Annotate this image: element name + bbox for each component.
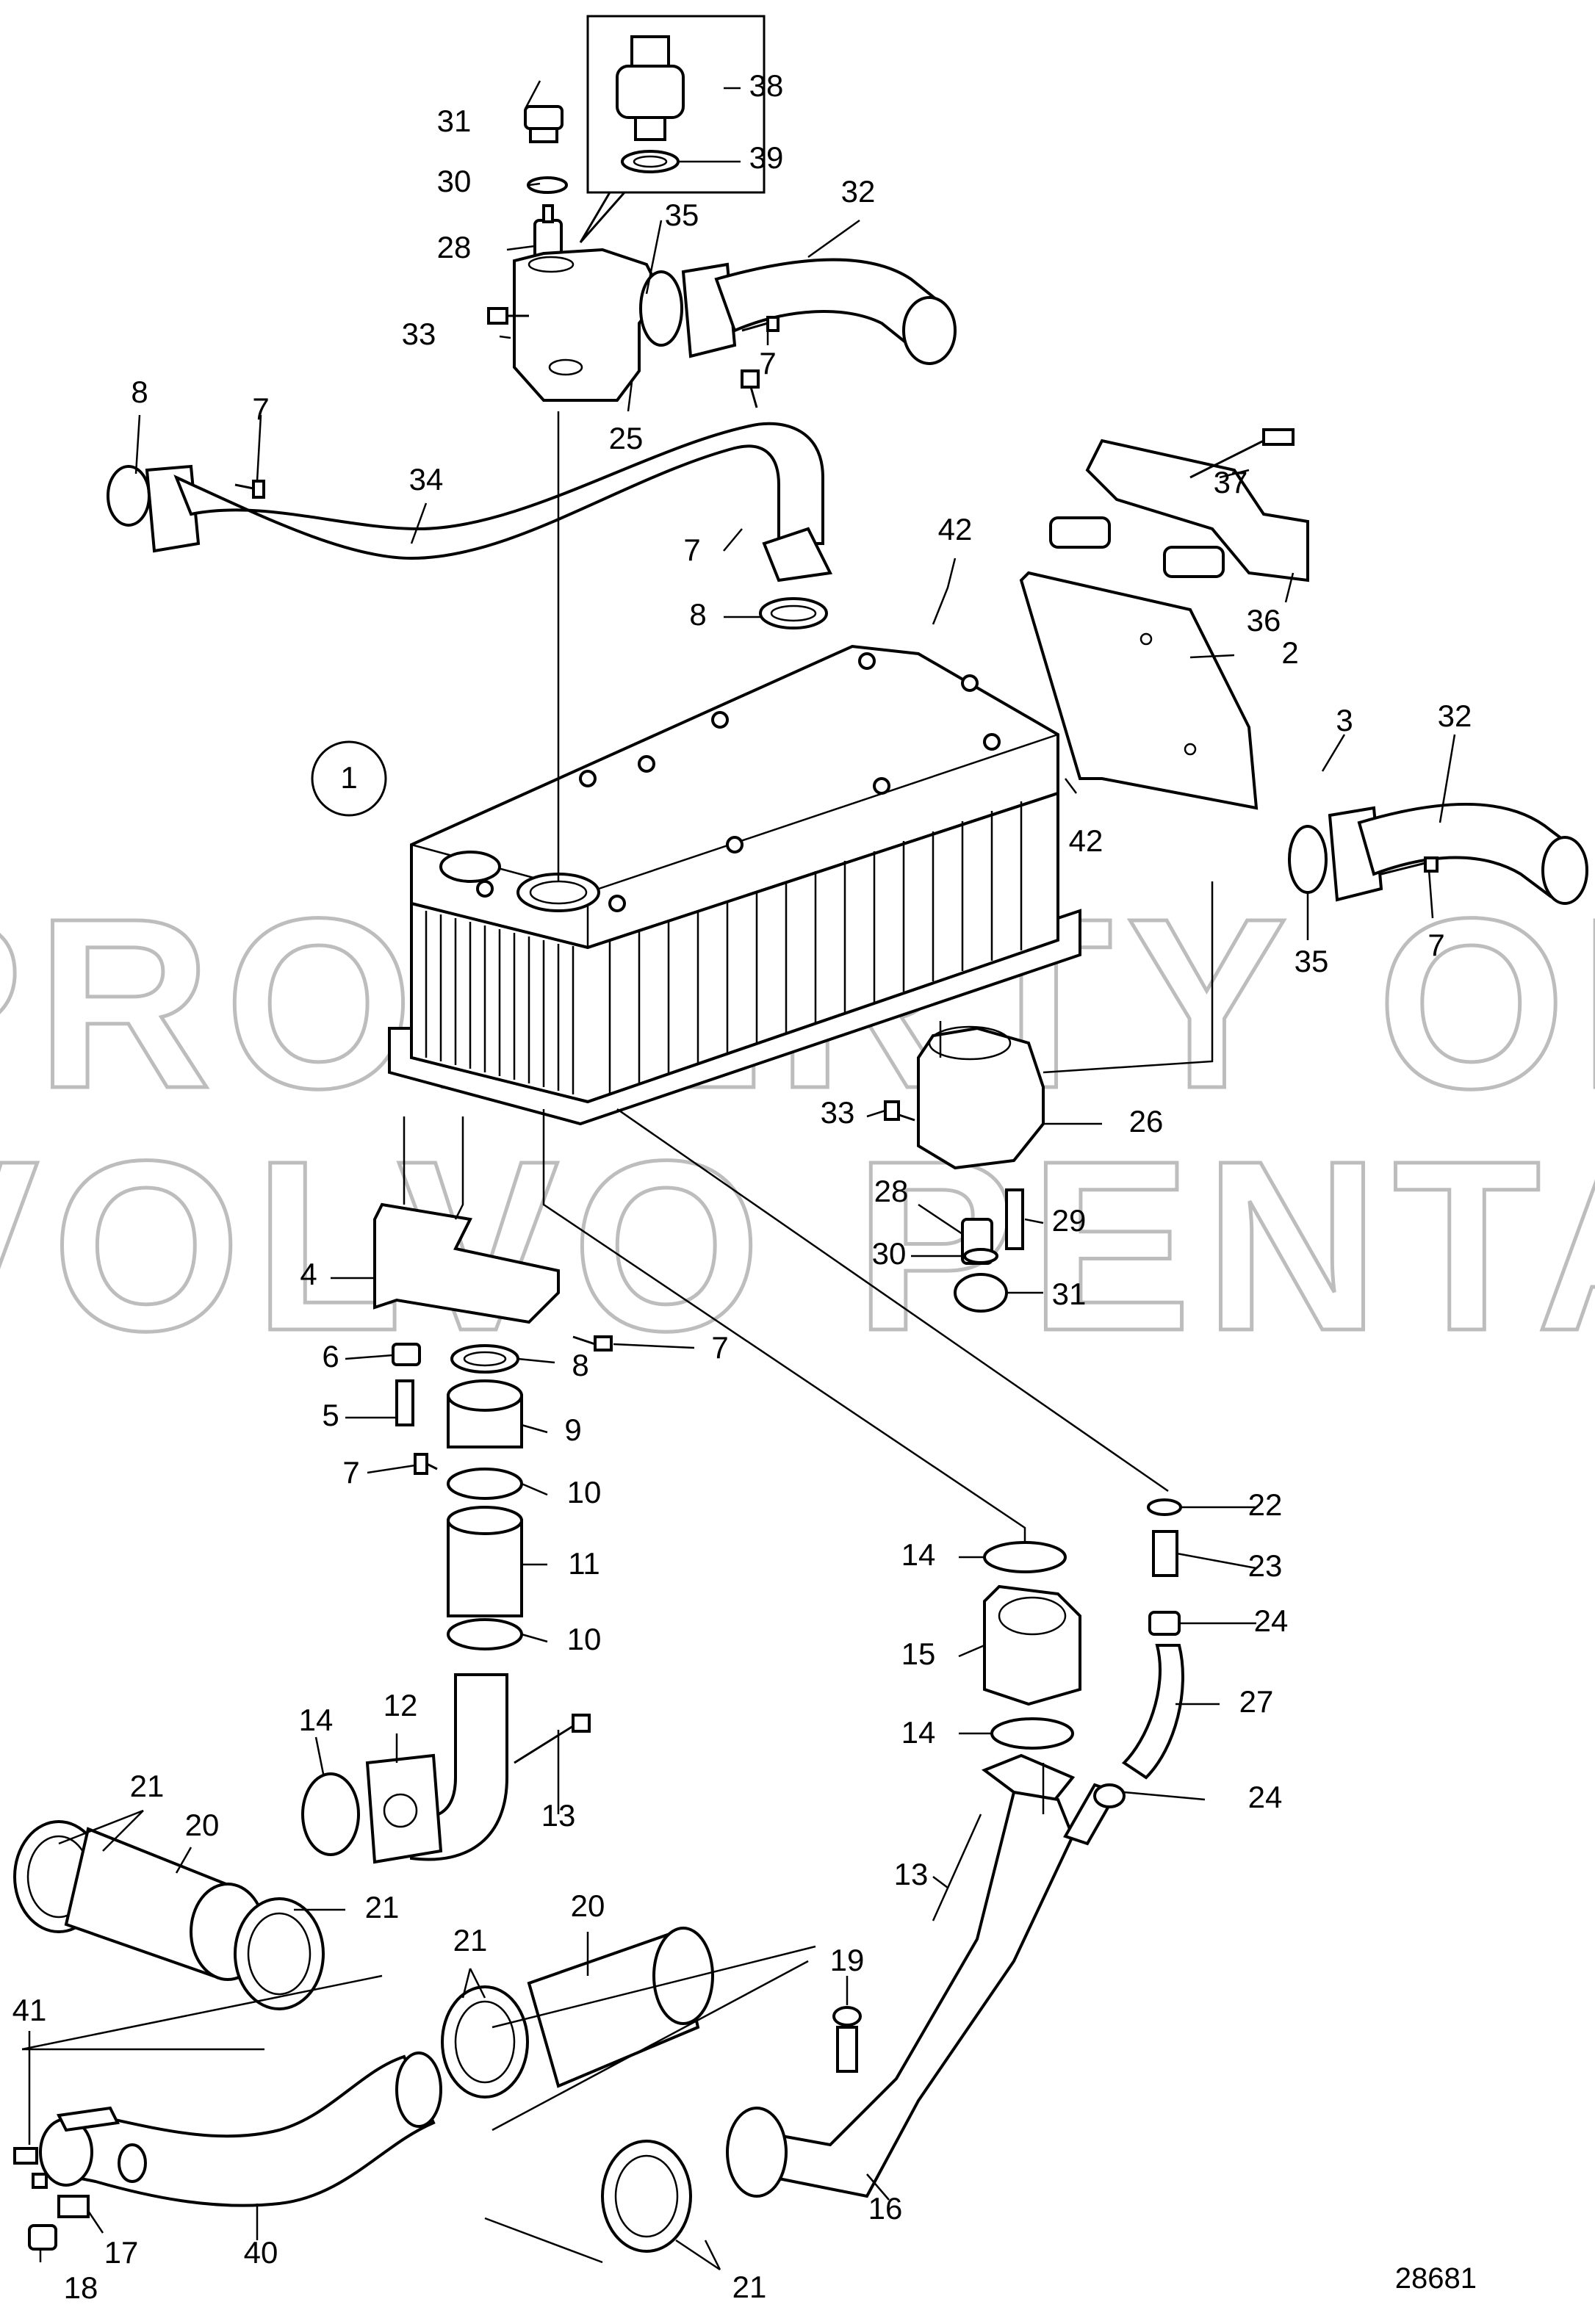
- callout-9: 9: [564, 1412, 581, 1447]
- elbow-12: [410, 1673, 508, 1861]
- callout-14: 14: [901, 1537, 936, 1572]
- callout-17: 17: [104, 2235, 139, 2270]
- callout-12: 12: [384, 1688, 418, 1722]
- callout-42: 42: [1069, 823, 1103, 858]
- lower-thermostat-housing: [917, 1026, 1045, 1170]
- callout-32: 32: [841, 174, 876, 209]
- callout-32: 32: [1438, 699, 1472, 733]
- callout-31: 31: [1052, 1277, 1087, 1311]
- upper-thermostat-group: [487, 15, 957, 402]
- callout-21: 21: [130, 1769, 165, 1803]
- callout-15: 15: [901, 1636, 936, 1671]
- callout-11: 11: [568, 1546, 600, 1581]
- callout-41: 41: [12, 1993, 47, 2027]
- lower-left-group: [301, 1202, 613, 1864]
- callout-7: 7: [711, 1330, 728, 1365]
- upper-thermostat-housing: [513, 248, 663, 402]
- callout-33: 33: [402, 317, 436, 351]
- callout-8: 8: [131, 375, 148, 409]
- mounting-plate-2: [1019, 571, 1259, 810]
- callout-31: 31: [437, 104, 472, 138]
- hose-27: [1121, 1644, 1184, 1780]
- callout-21: 21: [453, 1923, 488, 1957]
- callout-16: 16: [868, 2191, 903, 2226]
- callout-38: 38: [749, 68, 784, 103]
- callout-28: 28: [874, 1174, 909, 1208]
- callout-35: 35: [1295, 944, 1329, 978]
- callout-33: 33: [821, 1095, 855, 1130]
- top-plug: [524, 105, 568, 264]
- callout-4: 4: [300, 1257, 317, 1291]
- watermark-line-2: VOLVO PENTA: [0, 1110, 1595, 1381]
- callout-35: 35: [665, 198, 699, 232]
- callout-29: 29: [1052, 1203, 1087, 1238]
- fin-lines: [425, 801, 1023, 1094]
- callout-13: 13: [894, 1857, 929, 1891]
- lower-thermostat-group: [884, 1025, 1045, 1313]
- temperature-sensor: [616, 35, 685, 173]
- view-marker-number: 1: [340, 760, 357, 795]
- callout-8: 8: [689, 597, 706, 632]
- callout-10: 10: [567, 1475, 602, 1509]
- callout-37: 37: [1214, 465, 1248, 499]
- callout-5: 5: [322, 1398, 339, 1432]
- leader-lines: [21, 80, 1456, 2271]
- pipe-34-body: [173, 422, 824, 560]
- heat-exchanger: [388, 428, 1309, 1126]
- callout-21: 21: [365, 1890, 400, 1924]
- inset-pointer: [579, 192, 626, 243]
- right-lower-group: [726, 1498, 1184, 2198]
- coolant-pipe-34: [107, 369, 833, 629]
- right-outlet-group: [1288, 803, 1588, 905]
- exchanger-base: [388, 909, 1081, 1126]
- callout-34: 34: [409, 462, 444, 497]
- sensor-inset-box: [586, 15, 766, 194]
- view-marker-circle: [311, 740, 387, 817]
- pipe-40: [57, 2054, 436, 2207]
- callout-6: 6: [322, 1339, 339, 1374]
- callout-7: 7: [1427, 928, 1444, 962]
- callout-2: 2: [1281, 635, 1298, 670]
- callout-42: 42: [938, 512, 973, 546]
- callout-36: 36: [1247, 603, 1281, 638]
- callout-7: 7: [252, 391, 269, 426]
- callout-21: 21: [732, 2270, 767, 2304]
- callout-7: 7: [342, 1455, 359, 1490]
- bracket-4: [373, 1202, 560, 1324]
- pump-connector-15: [983, 1584, 1081, 1706]
- callout-7: 7: [759, 346, 776, 380]
- callout-39: 39: [749, 140, 784, 175]
- callout-24: 24: [1248, 1780, 1283, 1814]
- bottom-hose-group: [13, 1820, 714, 2253]
- drawing-id: 28681: [1395, 2262, 1477, 2295]
- callout-24: 24: [1254, 1603, 1289, 1638]
- callout-26: 26: [1129, 1104, 1164, 1138]
- callout-23: 23: [1248, 1548, 1283, 1583]
- pipe-16: [747, 1790, 1075, 2198]
- callout-18: 18: [64, 2270, 98, 2305]
- callout-40: 40: [244, 2235, 278, 2270]
- view-marker: 1: [311, 740, 387, 817]
- callout-3: 3: [1336, 703, 1353, 737]
- callout-10: 10: [567, 1622, 602, 1656]
- callout-22: 22: [1248, 1487, 1283, 1522]
- callout-8: 8: [572, 1348, 588, 1382]
- callout-25: 25: [609, 421, 644, 455]
- callout-27: 27: [1239, 1684, 1274, 1719]
- callout-28: 28: [437, 230, 472, 264]
- cover-bolts: [476, 652, 1001, 912]
- callout-14: 14: [901, 1715, 936, 1750]
- callout-20: 20: [571, 1888, 605, 1923]
- callout-7: 7: [683, 533, 700, 567]
- callout-30: 30: [437, 164, 472, 198]
- callout-13: 13: [541, 1798, 576, 1833]
- callout-20: 20: [185, 1808, 220, 1842]
- callout-19: 19: [830, 1943, 865, 1977]
- bracket-36: [1085, 439, 1309, 582]
- callout-30: 30: [872, 1236, 907, 1271]
- callout-14: 14: [299, 1703, 334, 1737]
